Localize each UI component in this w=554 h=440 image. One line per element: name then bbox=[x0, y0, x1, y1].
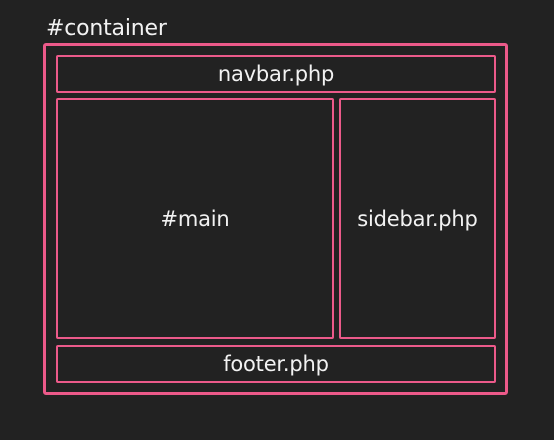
container-label: #container bbox=[46, 16, 167, 41]
footer-label: footer.php bbox=[223, 352, 329, 376]
navbar-box: navbar.php bbox=[56, 55, 496, 93]
container-box bbox=[43, 43, 508, 395]
navbar-label: navbar.php bbox=[217, 62, 335, 86]
sidebar-box: sidebar.php bbox=[339, 98, 496, 339]
main-box: #main bbox=[56, 98, 334, 339]
footer-box: footer.php bbox=[56, 345, 496, 383]
sidebar-label: sidebar.php bbox=[357, 206, 478, 231]
main-label: #main bbox=[160, 206, 230, 231]
